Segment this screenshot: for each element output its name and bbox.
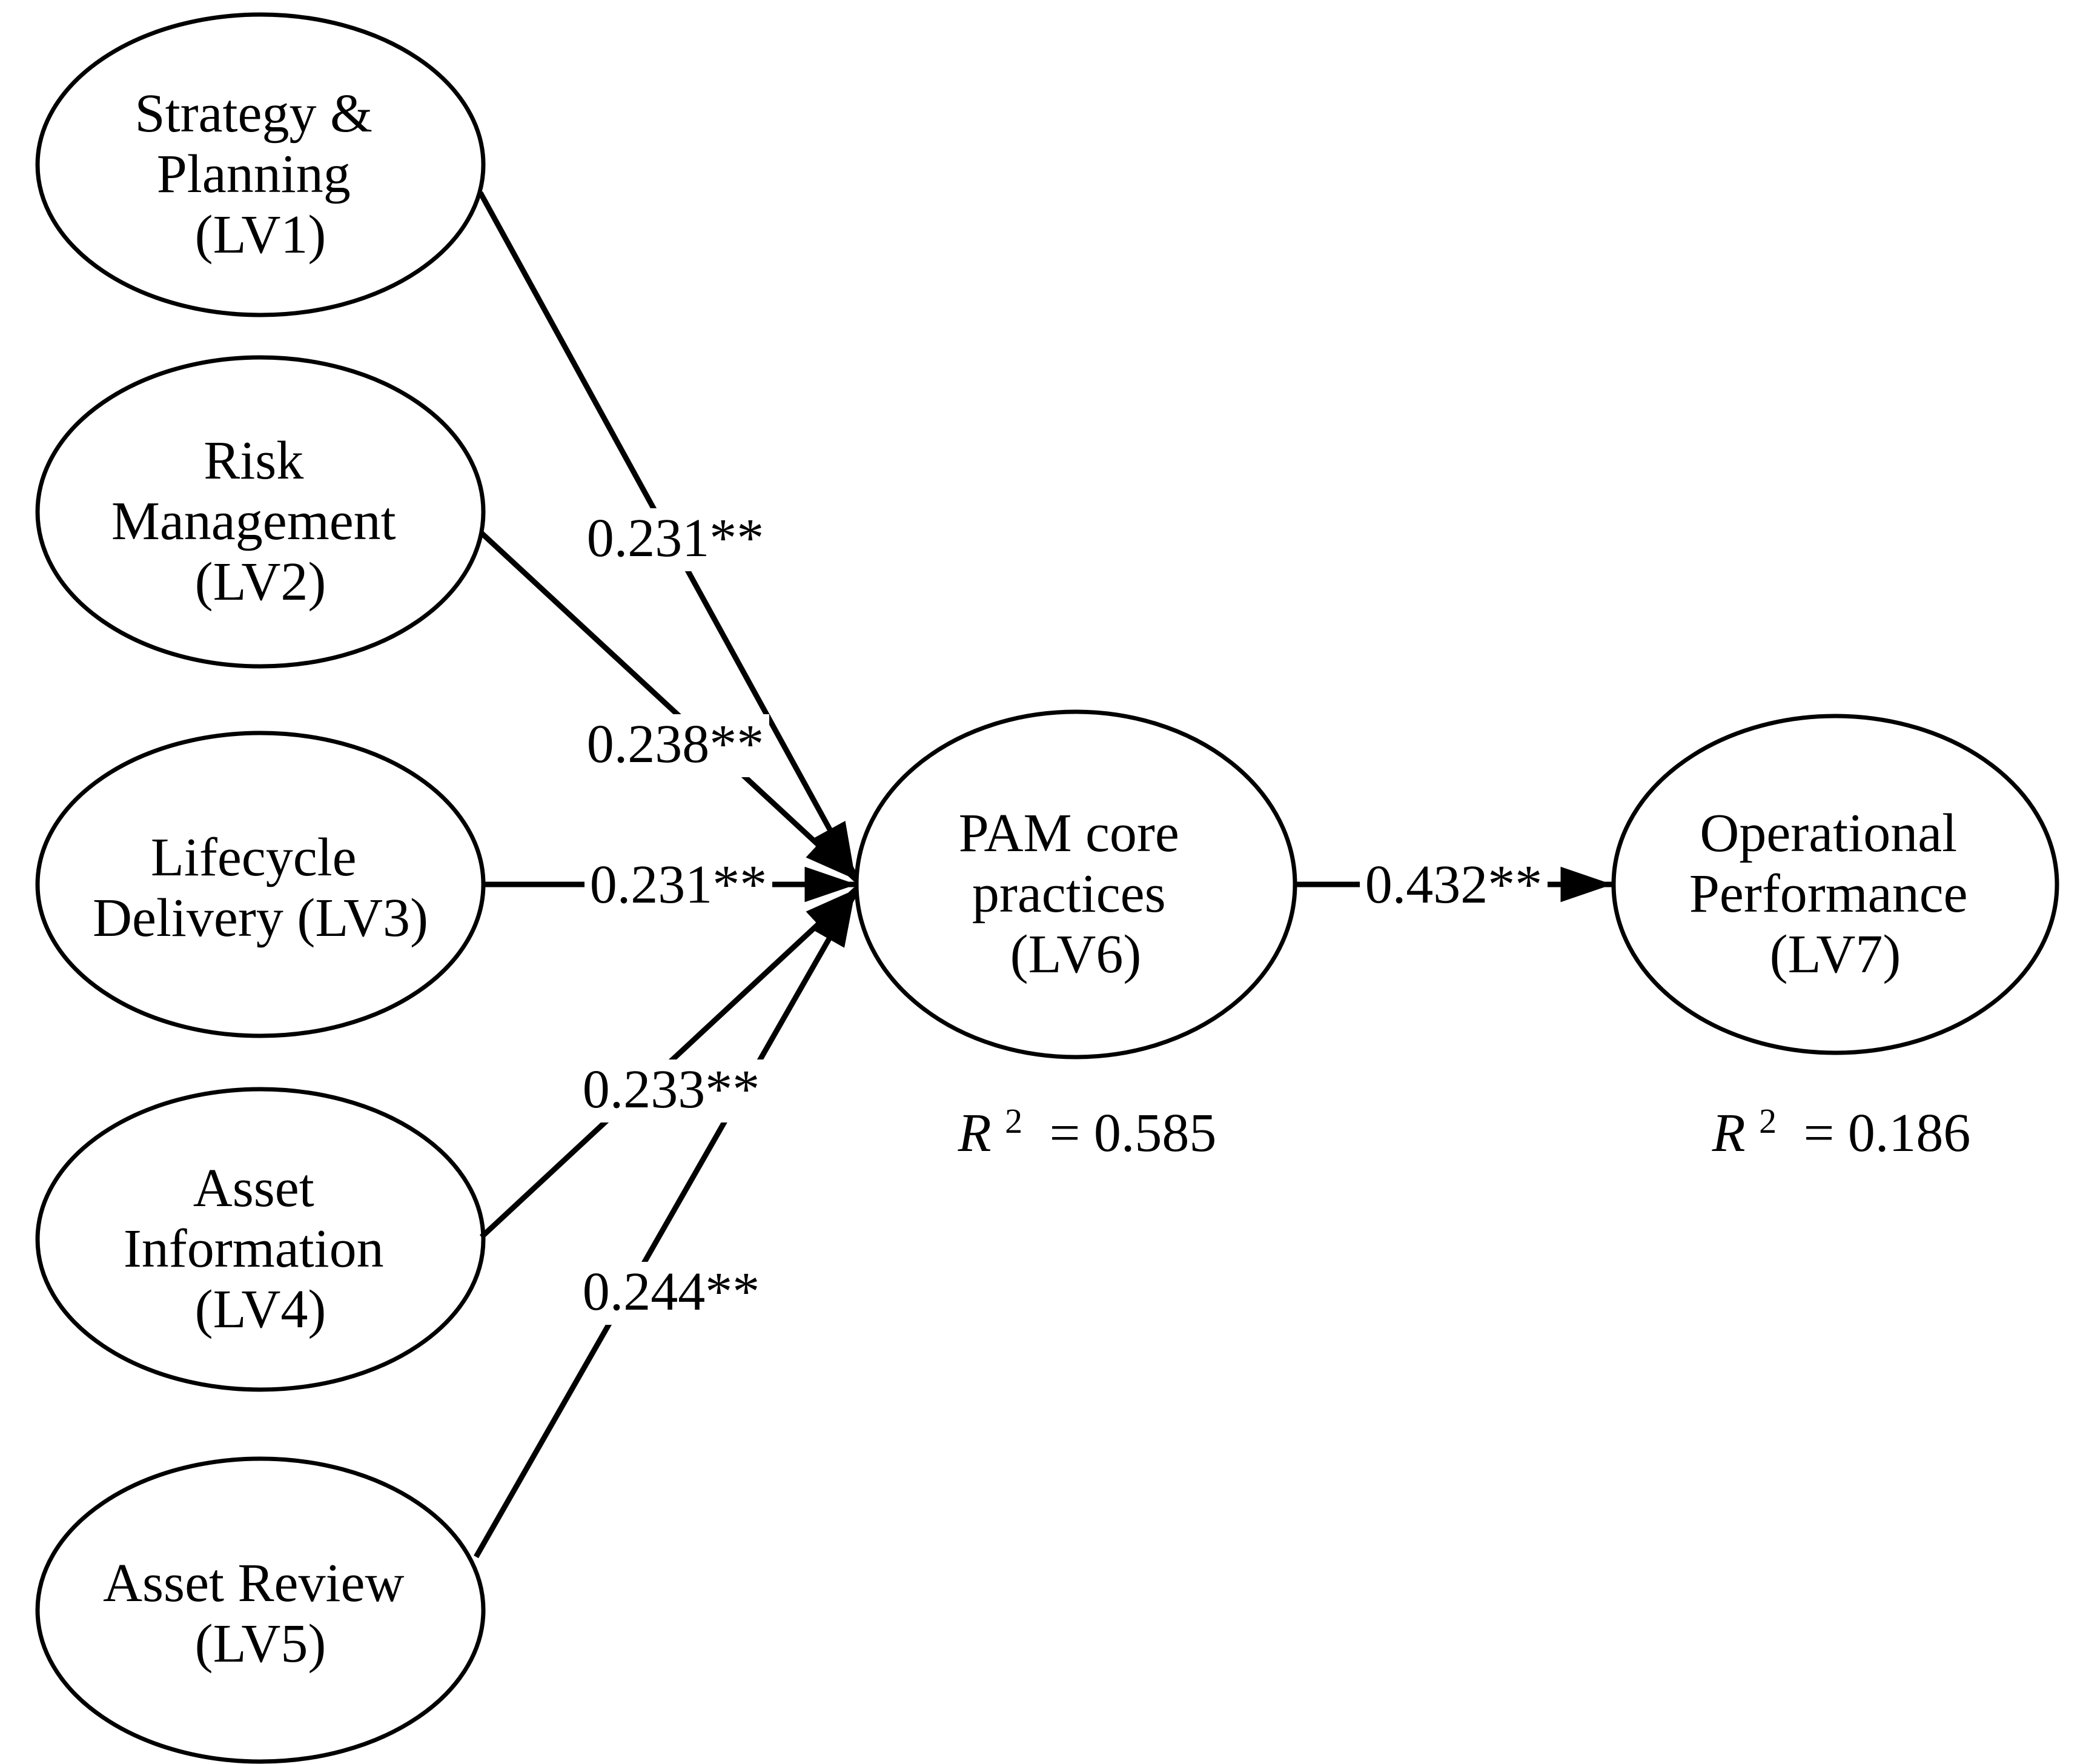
coefficient-label-background: [581, 508, 769, 571]
node-label-lv2: Risk Management (LV2): [111, 431, 409, 612]
latent-variable-ellipse-lv5: [35, 1456, 486, 1764]
coefficient-label-background: [577, 1262, 765, 1325]
coefficient-label-background: [581, 714, 769, 777]
node-label-lv5: Asset Review (LV5): [103, 1553, 418, 1674]
coefficient-label-background: [577, 1059, 765, 1122]
path-coefficient-lv1-lv6: 0.231**: [587, 508, 764, 568]
node-label-lv3: Lifecycle Delivery (LV3): [93, 827, 428, 948]
r-squared-label-lv6: R 2 = 0.585: [958, 1085, 1217, 1163]
latent-variable-ellipse-lv7: [1611, 714, 2059, 1055]
path-coefficient-lv4-lv6: 0.233**: [583, 1059, 760, 1119]
path-coefficient-lv5-lv6: 0.244**: [583, 1262, 760, 1322]
node-label-lv6: PAM core practices (LV6): [959, 803, 1193, 984]
coefficient-label-background: [584, 855, 772, 918]
latent-variable-ellipse-lv4: [35, 1087, 486, 1392]
path-coefficient-lv6-lv7: 0.432**: [1365, 855, 1543, 915]
latent-variable-ellipse-lv1: [35, 12, 486, 317]
node-label-lv7: Operational Performance (LV7): [1689, 803, 1981, 984]
path-coefficient-lv3-lv6: 0.231**: [590, 855, 767, 915]
node-label-lv4: Asset Information (LV4): [124, 1158, 397, 1339]
path-coefficient-lv2-lv6: 0.238**: [587, 714, 764, 774]
coefficient-label-background: [1360, 855, 1548, 918]
r-squared-label-lv7: R 2 = 0.186: [1712, 1085, 1971, 1163]
path-line-lv2-lv6: [479, 531, 858, 882]
path-line-lv5-lv6: [474, 892, 857, 1559]
latent-variable-ellipse-lv2: [35, 355, 486, 669]
node-label-lv1: Strategy & Planning (LV1): [135, 84, 386, 265]
